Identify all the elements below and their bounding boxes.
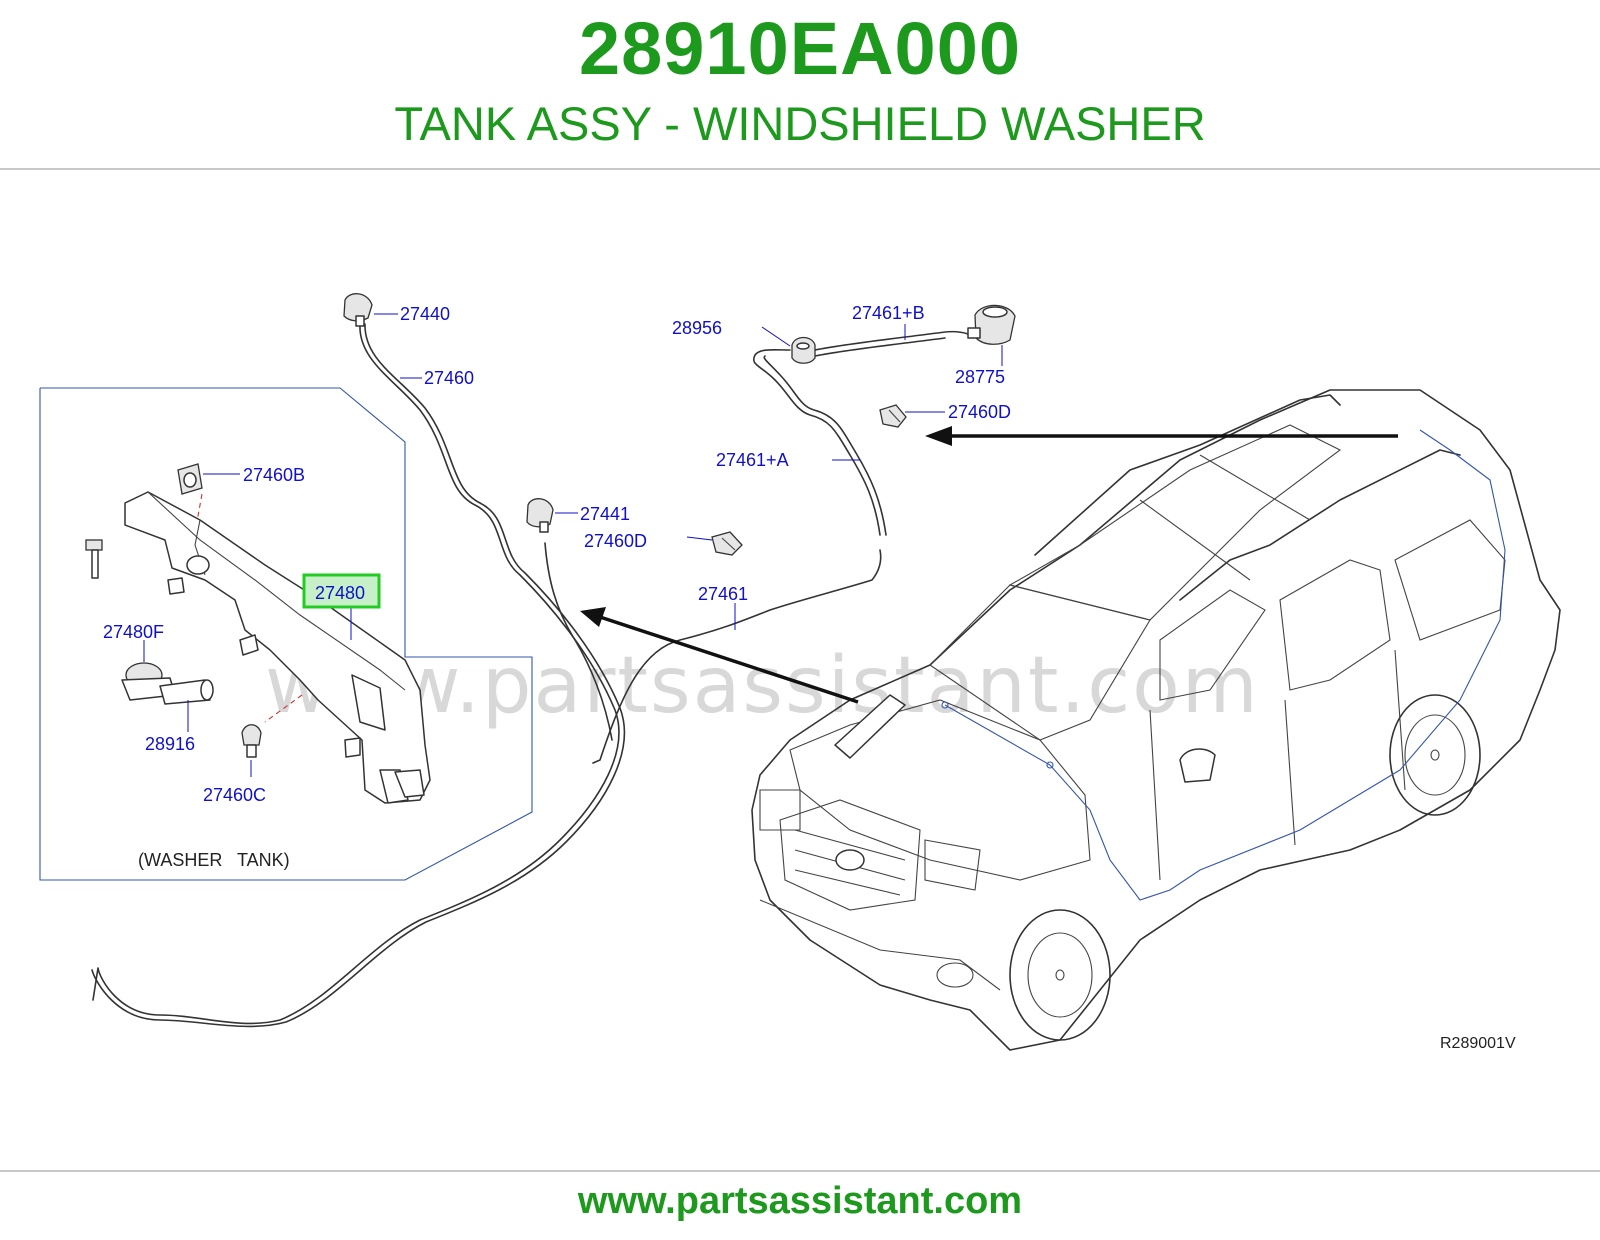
hose-27441-branch	[544, 542, 613, 741]
washer-pump-28916	[121, 662, 214, 705]
callout-27480F[interactable]: 27480F	[103, 622, 164, 642]
callout-27461-A[interactable]: 27461+A	[716, 450, 789, 470]
callout-27460D-middle[interactable]: 27460D	[584, 531, 647, 551]
callout-27460D-upper[interactable]: 27460D	[948, 402, 1011, 422]
hose-27460	[92, 323, 620, 1025]
callout-27460B[interactable]: 27460B	[243, 465, 305, 485]
callout-27460C[interactable]: 27460C	[203, 785, 266, 805]
callout-28775[interactable]: 28775	[955, 367, 1005, 387]
part-name-subtitle: TANK ASSY - WINDSHIELD WASHER	[394, 97, 1206, 150]
part-number-title: 28910EA000	[578, 7, 1022, 90]
nozzle-27441	[526, 498, 554, 533]
hose-27461-B	[814, 330, 969, 351]
clip-27460D-upper	[879, 404, 907, 428]
rear-nozzle-28775	[967, 304, 1016, 345]
arrow-rear-nozzle	[925, 426, 1398, 446]
hose-27461-B-inner	[814, 337, 946, 357]
hose-27461-A	[753, 348, 881, 536]
callout-27440[interactable]: 27440	[400, 304, 450, 324]
highlight-box-27480	[302, 573, 381, 609]
clip-27460C	[241, 724, 262, 758]
washer-tank-caption: (WASHER TANK)	[138, 850, 290, 870]
hose-27461-A-inner	[763, 355, 887, 536]
washer-tank-inset-border	[39, 387, 533, 881]
callout-27461-B[interactable]: 27461+B	[852, 303, 925, 323]
grommet-27460B	[177, 463, 203, 495]
page-header: 28910EA000 TANK ASSY - WINDSHIELD WASHER	[0, 0, 1600, 168]
hose-27460-inner	[91, 323, 626, 1028]
callout-28956[interactable]: 28956	[672, 318, 722, 338]
diagram-reference-code: R289001V	[1440, 1035, 1516, 1052]
callout-28916[interactable]: 28916	[145, 734, 195, 754]
bolt	[85, 539, 103, 579]
check-valve-28956	[791, 336, 816, 364]
washer-tank-27480	[124, 491, 431, 804]
callout-27441[interactable]: 27441	[580, 504, 630, 524]
leader-lines	[143, 313, 1003, 777]
header-divider	[0, 168, 1600, 170]
hose-27461	[592, 549, 882, 764]
assembly-line-clip	[264, 694, 303, 723]
clip-27460D-middle	[711, 531, 743, 556]
callout-27461[interactable]: 27461	[698, 584, 748, 604]
vehicle-drawing	[751, 389, 1561, 1051]
footer-divider	[0, 1170, 1600, 1172]
nozzle-27440	[343, 293, 373, 327]
arrow-front-nozzle	[580, 607, 859, 704]
callout-27480[interactable]: 27480	[315, 583, 365, 603]
callout-27460[interactable]: 27460	[424, 368, 474, 388]
footer-website-link[interactable]: www.partsassistant.com	[577, 1180, 1023, 1222]
